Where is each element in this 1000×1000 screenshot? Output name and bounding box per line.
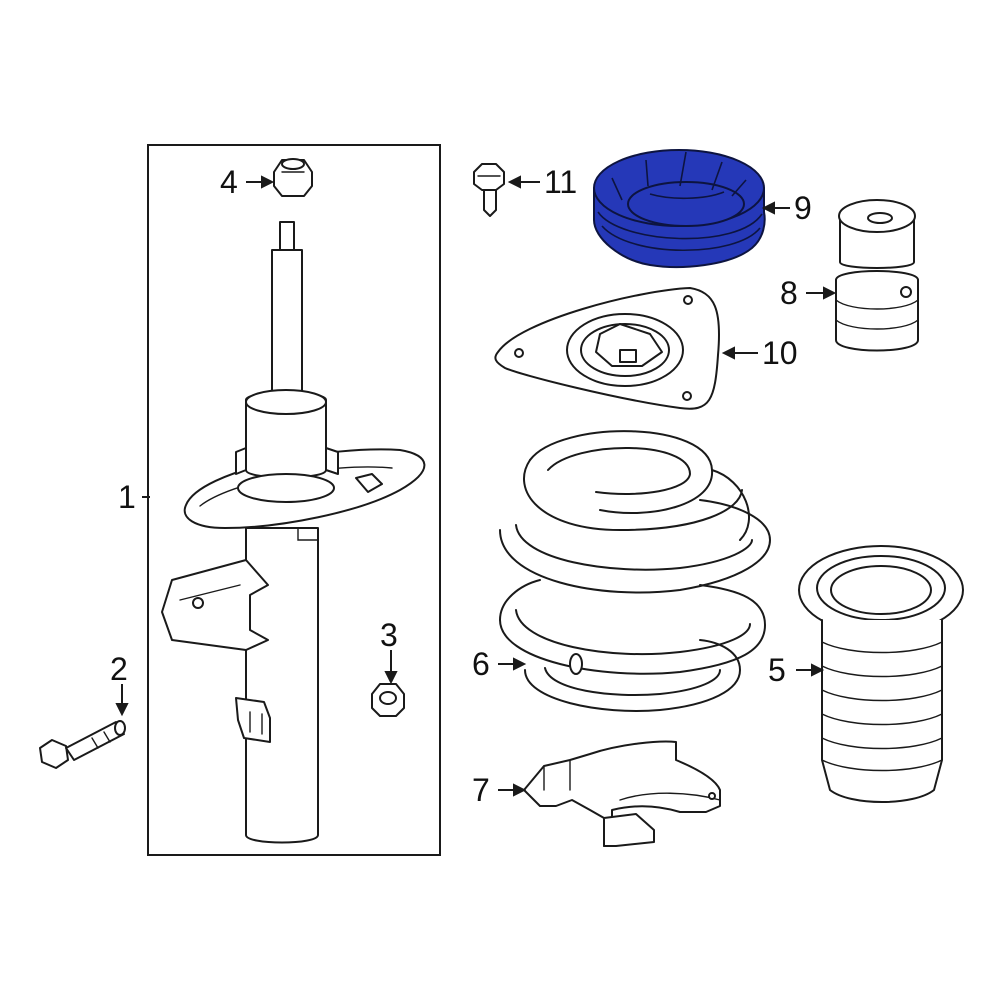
arrowhead-7 [513, 783, 527, 797]
strut-assembly-frame [147, 144, 441, 856]
small-bolt[interactable] [473, 163, 505, 217]
callout-8: 8 [780, 275, 798, 311]
strut-assembly[interactable] [161, 221, 426, 844]
coil-spring[interactable] [499, 430, 771, 712]
arrowhead-4 [261, 175, 275, 189]
callout-10: 10 [762, 335, 798, 371]
arrowhead-11 [507, 175, 521, 189]
callout-4: 4 [220, 164, 238, 200]
arrowhead-3 [384, 671, 398, 685]
callout-7: 7 [472, 772, 490, 808]
strut-mount-plate[interactable] [494, 287, 721, 410]
dust-boot[interactable] [798, 545, 964, 803]
callout-5: 5 [768, 652, 786, 688]
callout-1: 1 [118, 479, 136, 515]
callout-9: 9 [794, 190, 812, 226]
callout-3: 3 [380, 617, 398, 653]
top-nut[interactable] [273, 158, 313, 197]
arrowhead-10 [721, 346, 735, 360]
arrowhead-5 [811, 663, 825, 677]
callout-6: 6 [472, 646, 490, 682]
arrowhead-2 [115, 703, 129, 717]
callout-11: 11 [544, 164, 577, 200]
pinch-bolt[interactable] [39, 720, 126, 769]
arrowhead-8 [823, 286, 837, 300]
leader-lines [115, 175, 837, 797]
arrowhead-6 [513, 657, 527, 671]
callout-2: 2 [110, 651, 128, 687]
bump-stop[interactable] [835, 199, 919, 352]
small-nut[interactable] [371, 683, 405, 717]
upper-spring-seat-highlighted[interactable] [593, 149, 766, 268]
arrowhead-9 [761, 201, 775, 215]
lower-spring-seat[interactable] [523, 740, 721, 847]
